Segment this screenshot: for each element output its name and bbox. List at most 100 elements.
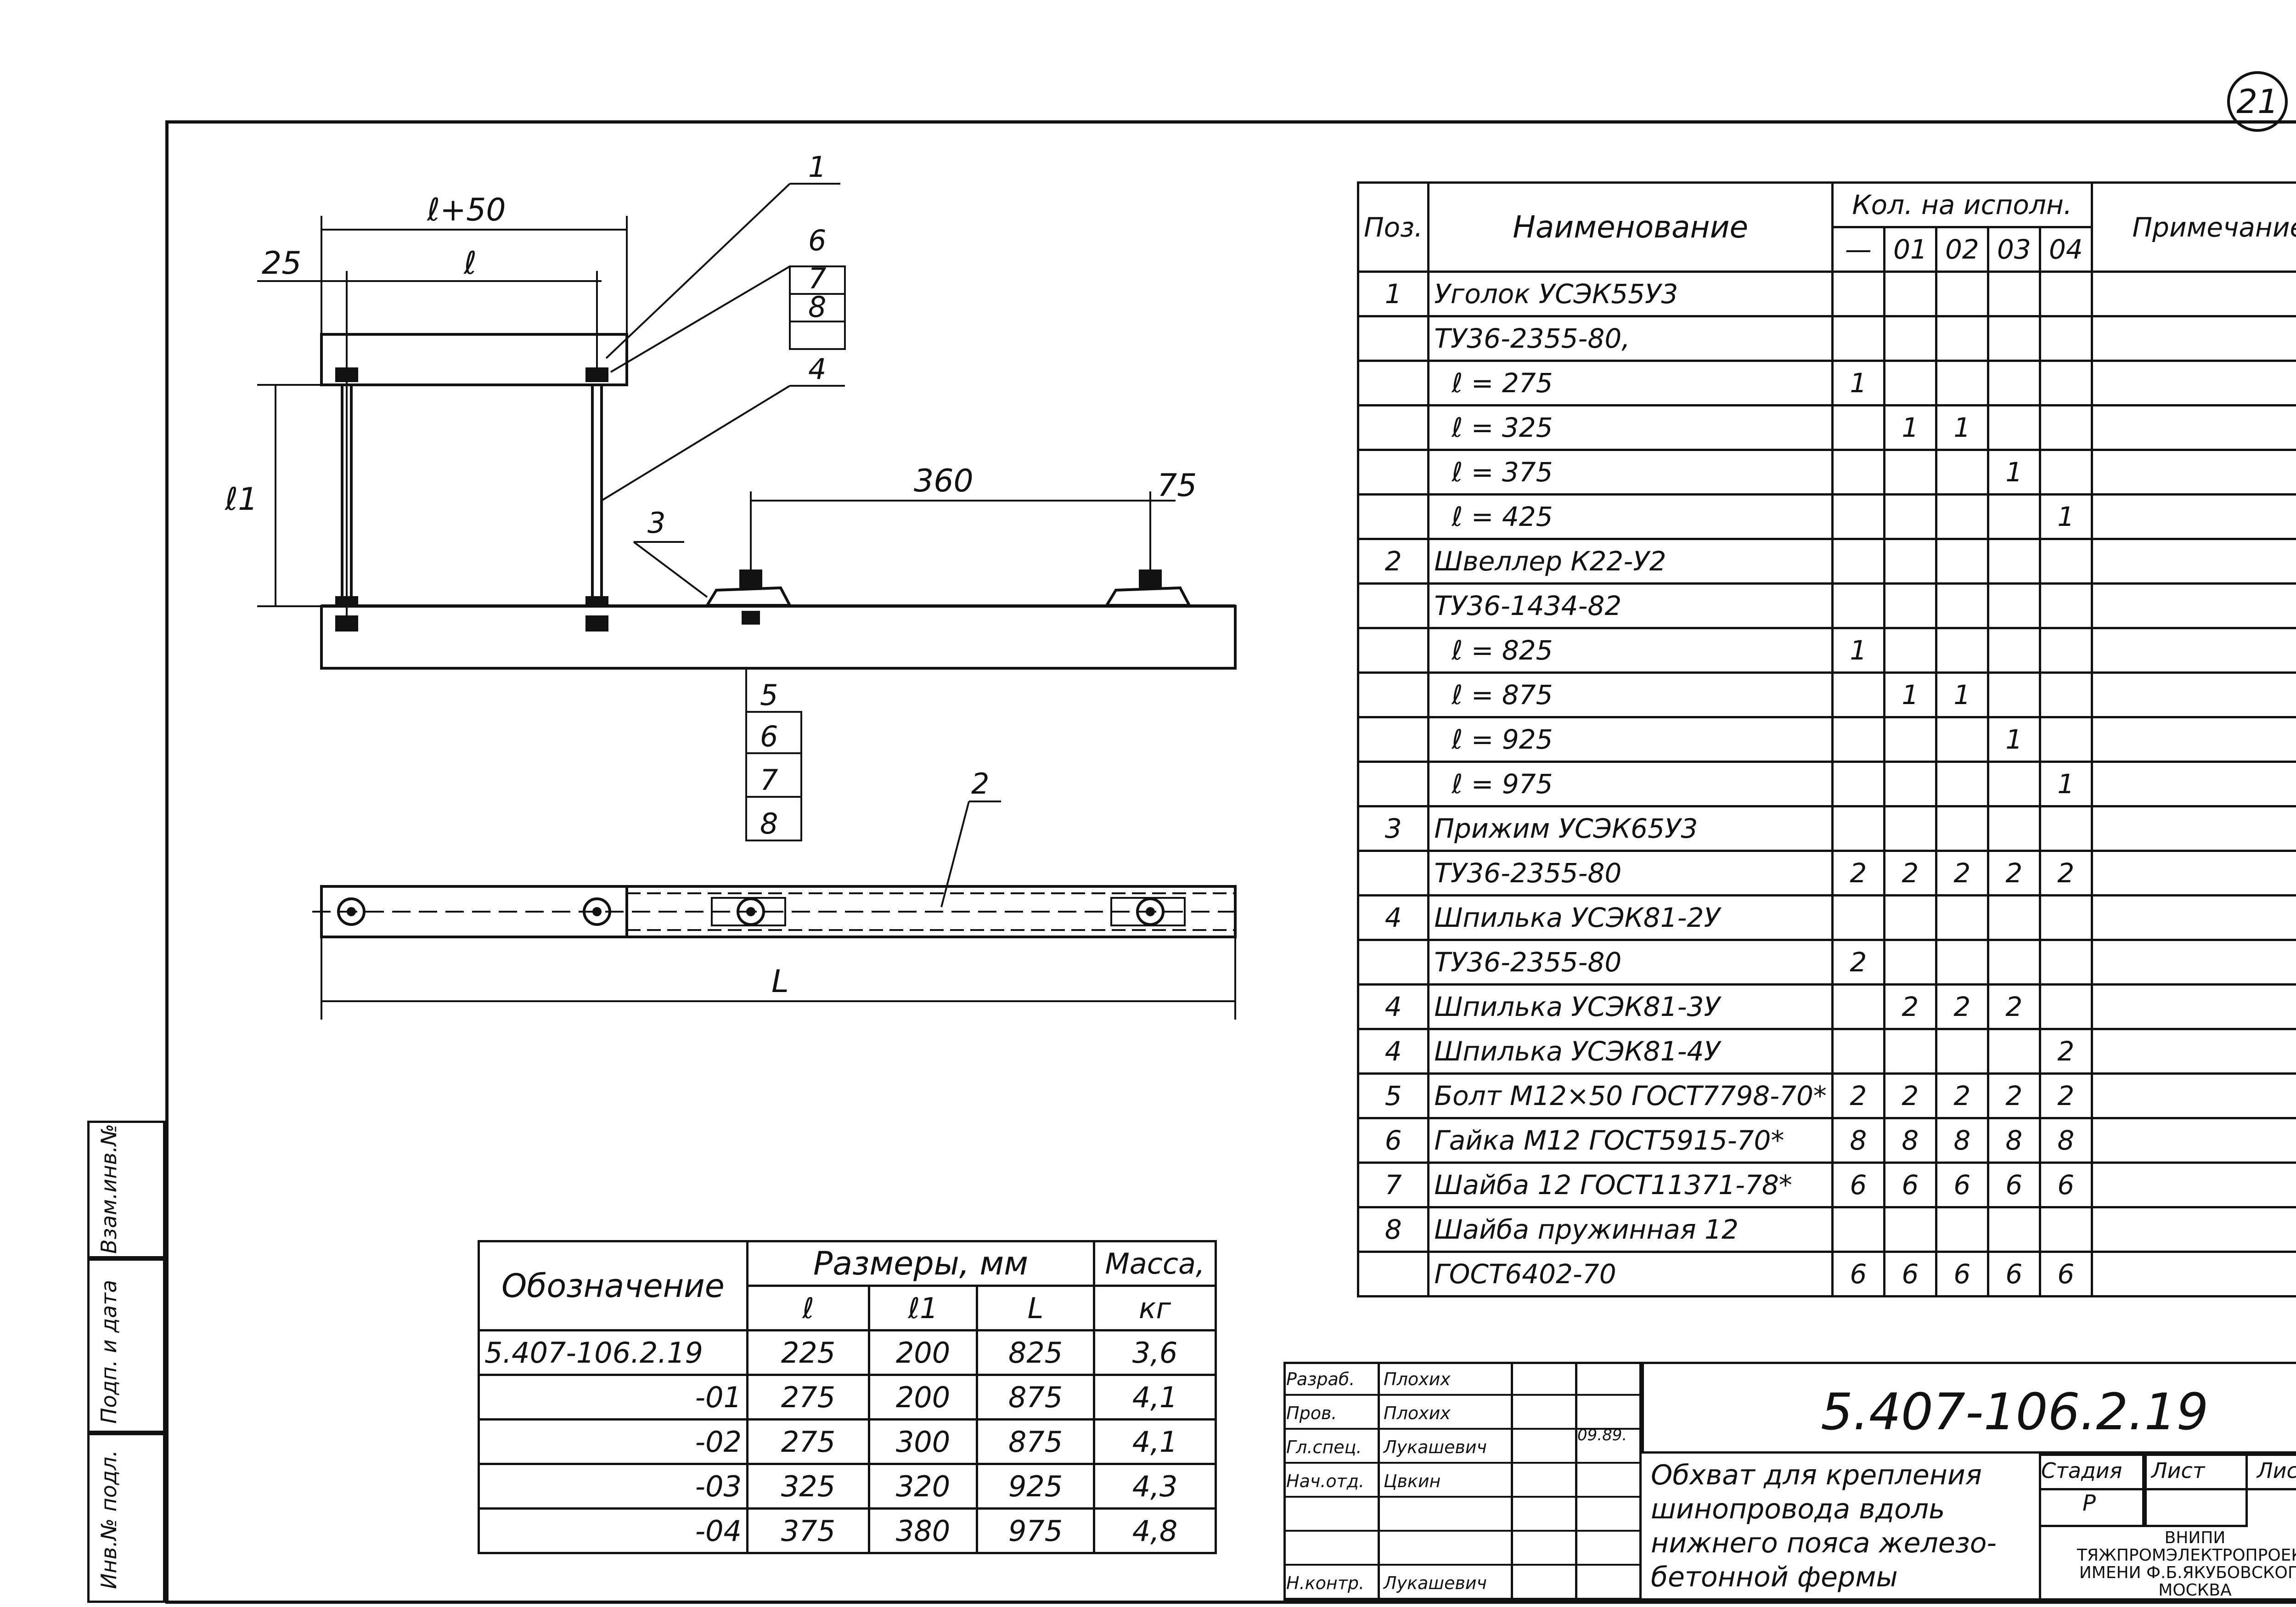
spec-note [2090,1072,2296,1119]
spec-note [2090,404,2296,451]
spec-qty: 6 [1986,1162,2041,1208]
spec-pos: 4 [1356,983,1430,1030]
spec-qty [2038,360,2093,406]
spec-qty: 6 [1883,1162,1937,1208]
spec-note [2090,716,2296,763]
stamp-role: Гл.спец. [1286,1437,1362,1457]
spec-note [2090,894,2296,941]
spec-qty [1883,1028,1937,1075]
spec-pos [1356,582,1430,629]
spec-pos [1356,939,1430,986]
spec-variant-4: 04 [2038,226,2093,273]
spec-qty [1935,627,1989,674]
spec-qty [2038,1206,2093,1253]
spec-qty [1883,1206,1937,1253]
spec-qty [1935,1206,1989,1253]
spec-variant-3: 03 [1986,226,2041,273]
spec-qty [2038,627,2093,674]
spec-name: ℓ = 875 [1427,671,1834,718]
sizes-header-sizes: Размеры, мм [746,1240,1095,1287]
sizes-l1: 320 [868,1463,978,1510]
stamp-sheets-header: Листов [2257,1458,2296,1483]
drawing-frame [165,120,2296,1604]
sizes-L: 875 [976,1374,1095,1421]
spec-pos: 5 [1356,1072,1430,1119]
spec-qty: 2 [1883,1072,1937,1119]
spec-qty [1831,671,1885,718]
sizes-header-mass: Масса, [1093,1240,1217,1287]
spec-qty [1883,493,1937,540]
spec-qty [2038,671,2093,718]
spec-qty [1986,404,2041,451]
spec-note [2090,850,2296,897]
spec-qty: 1 [1831,627,1885,674]
clamp-right [1104,586,1192,607]
dim-l-plus-50: ℓ+50 [427,192,506,228]
spec-qty: 2 [1935,850,1989,897]
sizes-l1: 380 [868,1507,978,1554]
spec-pos [1356,360,1430,406]
spec-header-qty: Кол. на исполн. [1831,181,2093,228]
spec-name: Прижим УСЭК65У3 [1427,805,1834,852]
spec-qty [1935,315,1989,362]
sizes-mass: 4,1 [1093,1418,1217,1465]
spec-qty: 2 [1935,983,1989,1030]
spec-qty [2038,939,2093,986]
spec-note [2090,538,2296,585]
spec-qty [1831,538,1885,585]
spec-qty [1935,271,1989,317]
stamp-sheet-header: Лист [2151,1458,2205,1483]
spec-row: ТУ36-2355-80, [1356,315,2296,362]
spec-qty: 8 [1935,1117,1989,1164]
spec-qty [2038,582,2093,629]
spec-note [2090,671,2296,718]
spec-qty [1831,582,1885,629]
spec-pos: 1 [1356,271,1430,317]
spec-qty: 2 [1831,939,1885,986]
spec-qty: 6 [1883,1251,1937,1297]
stamp-name: Цвкин [1384,1471,1441,1491]
spec-qty [1986,761,2041,807]
spec-pos [1356,716,1430,763]
spec-note [2090,1028,2296,1075]
spec-qty [1883,449,1937,496]
callout-2: 2 [971,767,989,801]
stamp-date: 09.89. [1577,1426,1627,1444]
callout-6-bottom: 6 [760,720,778,753]
spec-name: Шайба пружинная 12 [1427,1206,1834,1253]
dim-l: ℓ [463,245,477,282]
sizes-header-kg: кг [1093,1285,1217,1331]
spec-note [2090,315,2296,362]
callout-3: 3 [647,506,665,540]
spec-name: ℓ = 975 [1427,761,1834,807]
spec-pos [1356,315,1430,362]
spec-header-note: Примечание [2090,181,2296,273]
spec-qty [2038,404,2093,451]
spec-name: Швеллер К22-У2 [1427,538,1834,585]
spec-qty [1831,761,1885,807]
spec-row: ТУ36-1434-82 [1356,582,2296,629]
spec-qty [1986,627,2041,674]
spec-note [2090,449,2296,496]
spec-name: Шайба 12 ГОСТ11371-78* [1427,1162,1834,1208]
spec-qty: 6 [1935,1162,1989,1208]
spec-qty: 6 [1831,1162,1885,1208]
sizes-table: Обозначение Размеры, мм Масса, ℓ ℓ1 L кг… [478,1240,1217,1554]
spec-qty [1986,315,2041,362]
spec-qty: 8 [2038,1117,2093,1164]
sizes-l1: 200 [868,1374,978,1421]
spec-qty [1831,805,1885,852]
spec-note [2090,805,2296,852]
spec-pos: 7 [1356,1162,1430,1208]
side-sign-date: Подп. и дата [96,1280,121,1424]
spec-qty [1883,582,1937,629]
spec-qty: 2 [1935,1072,1989,1119]
side-replaced-inv: Взам.инв.№ [96,1123,121,1254]
spec-qty: 6 [1986,1251,2041,1297]
spec-qty: 6 [2038,1251,2093,1297]
